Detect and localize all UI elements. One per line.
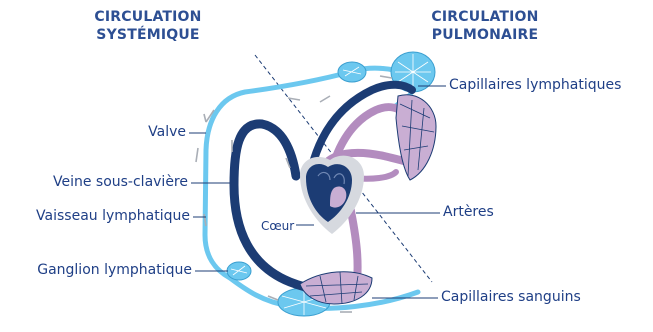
heading-pulmonary-line1: CIRCULATION xyxy=(417,8,553,26)
label-lymph-node: Ganglion lymphatique xyxy=(37,262,192,278)
heading-systemic: CIRCULATION SYSTÉMIQUE xyxy=(80,8,216,44)
heading-pulmonary: CIRCULATION PULMONAIRE xyxy=(417,8,553,44)
heading-pulmonary-line2: PULMONAIRE xyxy=(417,26,553,44)
label-arteries: Artères xyxy=(443,204,494,220)
heading-systemic-line1: CIRCULATION xyxy=(80,8,216,26)
label-heart: Cœur xyxy=(261,218,294,234)
pulmonary-capillaries xyxy=(396,95,436,180)
label-subclavian-vein: Veine sous-clavière xyxy=(53,174,188,190)
label-valve: Valve xyxy=(148,124,186,140)
heading-systemic-line2: SYSTÉMIQUE xyxy=(80,26,216,44)
label-lymph-capillaries: Capillaires lymphatiques xyxy=(449,77,621,93)
label-blood-capillaries: Capillaires sanguins xyxy=(441,289,581,305)
label-lymph-vessel: Vaisseau lymphatique xyxy=(36,208,190,224)
